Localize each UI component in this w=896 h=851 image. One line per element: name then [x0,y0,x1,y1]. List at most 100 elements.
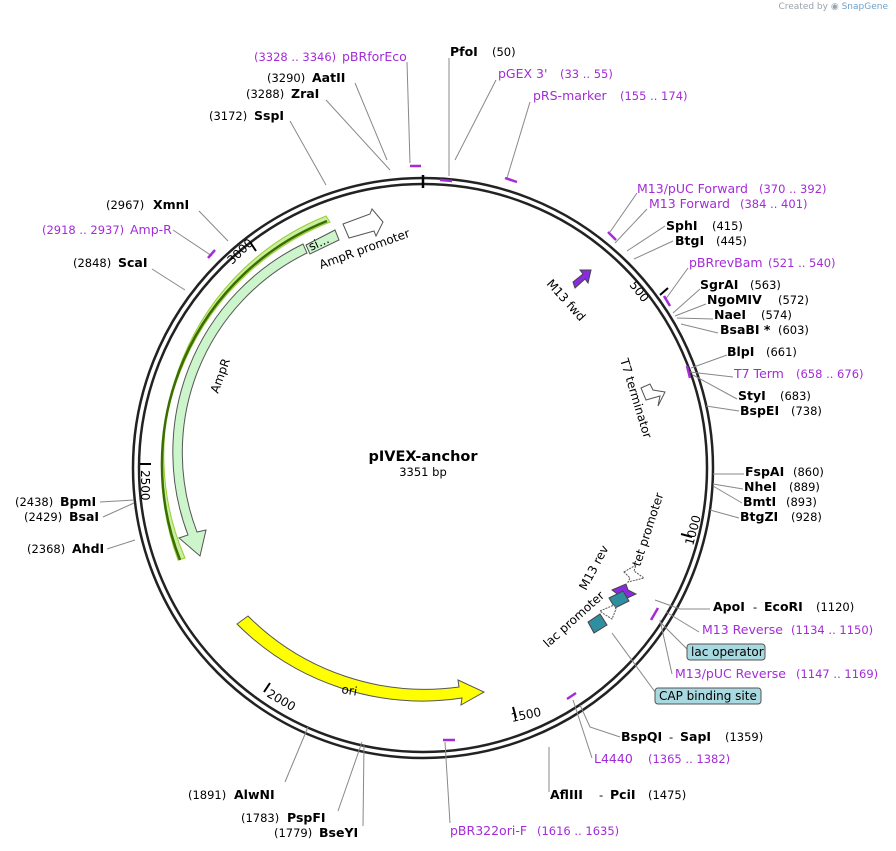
cap-site-box [587,613,608,634]
t7-terminator-arrow [640,383,666,407]
label-pfoi-name: PfoI [450,44,478,59]
label-apoi-pos: (1120) [816,600,854,614]
plasmid-name: pIVEX-anchor [368,449,478,465]
cap-site-tag [654,687,762,705]
m13-fwd-arrow [572,269,592,289]
leader-line-ngomiv [674,303,707,317]
label-nhei-name: NheI [744,479,777,494]
label-aatii-name: AatII [312,70,345,85]
ampr-label: AmpR [208,357,233,395]
label-bspei-name: BspEI [740,403,779,418]
ori-label: ori [340,682,358,698]
leader-line-sspi [289,120,327,186]
primer-mark-m13-puc-forward [607,231,617,241]
label-amp-r-name: Amp-R [130,222,172,237]
label-bmti-name: BmtI [743,494,776,509]
leader-line-nhei [712,483,744,490]
leader-line-pspfi [337,741,363,812]
ampr-promoter-arrow [342,208,384,239]
label-pbrforeco-name: pBRforEco [342,49,407,64]
label-m13-forward-name: M13 Forward [649,196,730,211]
lac-operator-tag-label: lac operator [691,645,764,659]
label-fspai-name: FspAI [745,464,784,479]
leader-line-scai [151,268,186,291]
tick-mark-1500 [512,706,517,719]
tick-mark-1000 [680,533,693,538]
leader-line-pbrforeco [406,61,411,164]
tick-label-1500: 1500 [510,705,543,725]
label-btgzi-name: BtgZI [740,509,778,524]
leader-line-bpmi [99,499,135,503]
label-alwni-name: AlwNI [234,787,275,802]
primer-binding-marks [207,164,692,742]
lac-operator-box-top [608,590,630,609]
snapgene-logo-icon: ◉ [830,2,839,12]
leader-line-btgi [633,240,674,260]
label-prs-marker-pos: (155 .. 174) [620,89,688,103]
watermark-brand: SnapGene [841,2,888,12]
leader-line-m13-reverse [665,611,700,633]
ampr-orf-line [160,219,328,561]
label-apoi-name: ApoI [713,599,745,614]
label-bseyi-name: BseYI [319,825,358,840]
label-pbr322ori-name: pBR322ori-F [450,823,527,838]
leader-line-aatii [354,82,388,161]
label-pbrrevbam-pos: (521 .. 540) [768,256,836,270]
tick-label-2000: 2000 [265,686,298,713]
label-m13-puc-forward-pos: (370 .. 392) [759,182,827,196]
leader-line-bsai [102,502,135,518]
leader-line-l4440 [572,699,593,759]
label-bspqi-pos: (1359) [725,730,763,744]
label-sgrai-pos: (563) [750,278,781,292]
m13-fwd-label: M13 fwd [544,277,588,324]
leader-line-sphi [626,225,666,252]
leader-line-pgex [454,79,497,161]
leader-line-ahdi [106,539,136,550]
label-bmti-pos: (893) [786,495,817,509]
primer-mark-t7-term [685,365,692,379]
label-amp-r-pos: (2918 .. 2937) [42,223,124,237]
primer-mark-l4440 [566,691,577,701]
leader-line-bseyi [362,743,365,827]
label-afliii-sep: - [599,788,603,802]
label-l4440-pos: (1365 .. 1382) [648,752,730,766]
label-t7-term-name: T7 Term [733,366,784,381]
signal-peptide-box [305,229,340,255]
label-apoi-sep: - [753,600,757,614]
tick-mark-3000 [249,241,257,252]
label-naei-name: NaeI [714,307,746,322]
leader-line-pbrrevbam [664,267,689,301]
label-bsabi-name: BsaBI * [720,322,771,337]
leader-line-lac-operator [659,621,691,653]
label-xmni-name: XmnI [153,197,189,212]
label-fspai-pos: (860) [793,465,824,479]
leader-line-cap-site [611,632,659,697]
watermark-prefix: Created by [778,2,828,12]
label-m13-reverse-name: M13 Reverse [702,622,783,637]
tick-label-2500: 2500 [138,470,152,501]
label-scai-pos: (2848) [73,256,111,270]
label-bspei-pos: (738) [791,404,822,418]
leader-lines [99,58,744,827]
label-pgex-name: pGEX 3' [498,66,547,81]
leader-line-zrai [325,99,391,171]
label-scai-name: ScaI [118,255,148,270]
label-m13-puc-reverse-pos: (1147 .. 1169) [796,667,878,681]
label-pbrforeco-pos: (3328 .. 3346) [254,50,336,64]
label-afliii-pos: (1475) [648,788,686,802]
label-ahdi-pos: (2368) [27,542,65,556]
label-bpmi-name: BpmI [60,494,96,509]
ori-arrow [236,615,486,706]
label-l4440-name: L4440 [594,751,633,766]
leader-line-m13-forward [614,208,648,244]
label-afliii-name: AflIII [550,787,583,802]
leader-line-m13-puc-reverse [659,619,673,675]
leader-line-bsabi [680,323,719,334]
label-zrai-pos: (3288) [246,87,284,101]
label-blpi-name: BlpI [727,344,754,359]
label-bsai-pos: (2429) [24,510,62,524]
tet-promoter-label: tet promoter [630,491,667,568]
primer-mark-pgex [439,178,453,183]
label-sgrai-name: SgrAI [700,277,738,292]
